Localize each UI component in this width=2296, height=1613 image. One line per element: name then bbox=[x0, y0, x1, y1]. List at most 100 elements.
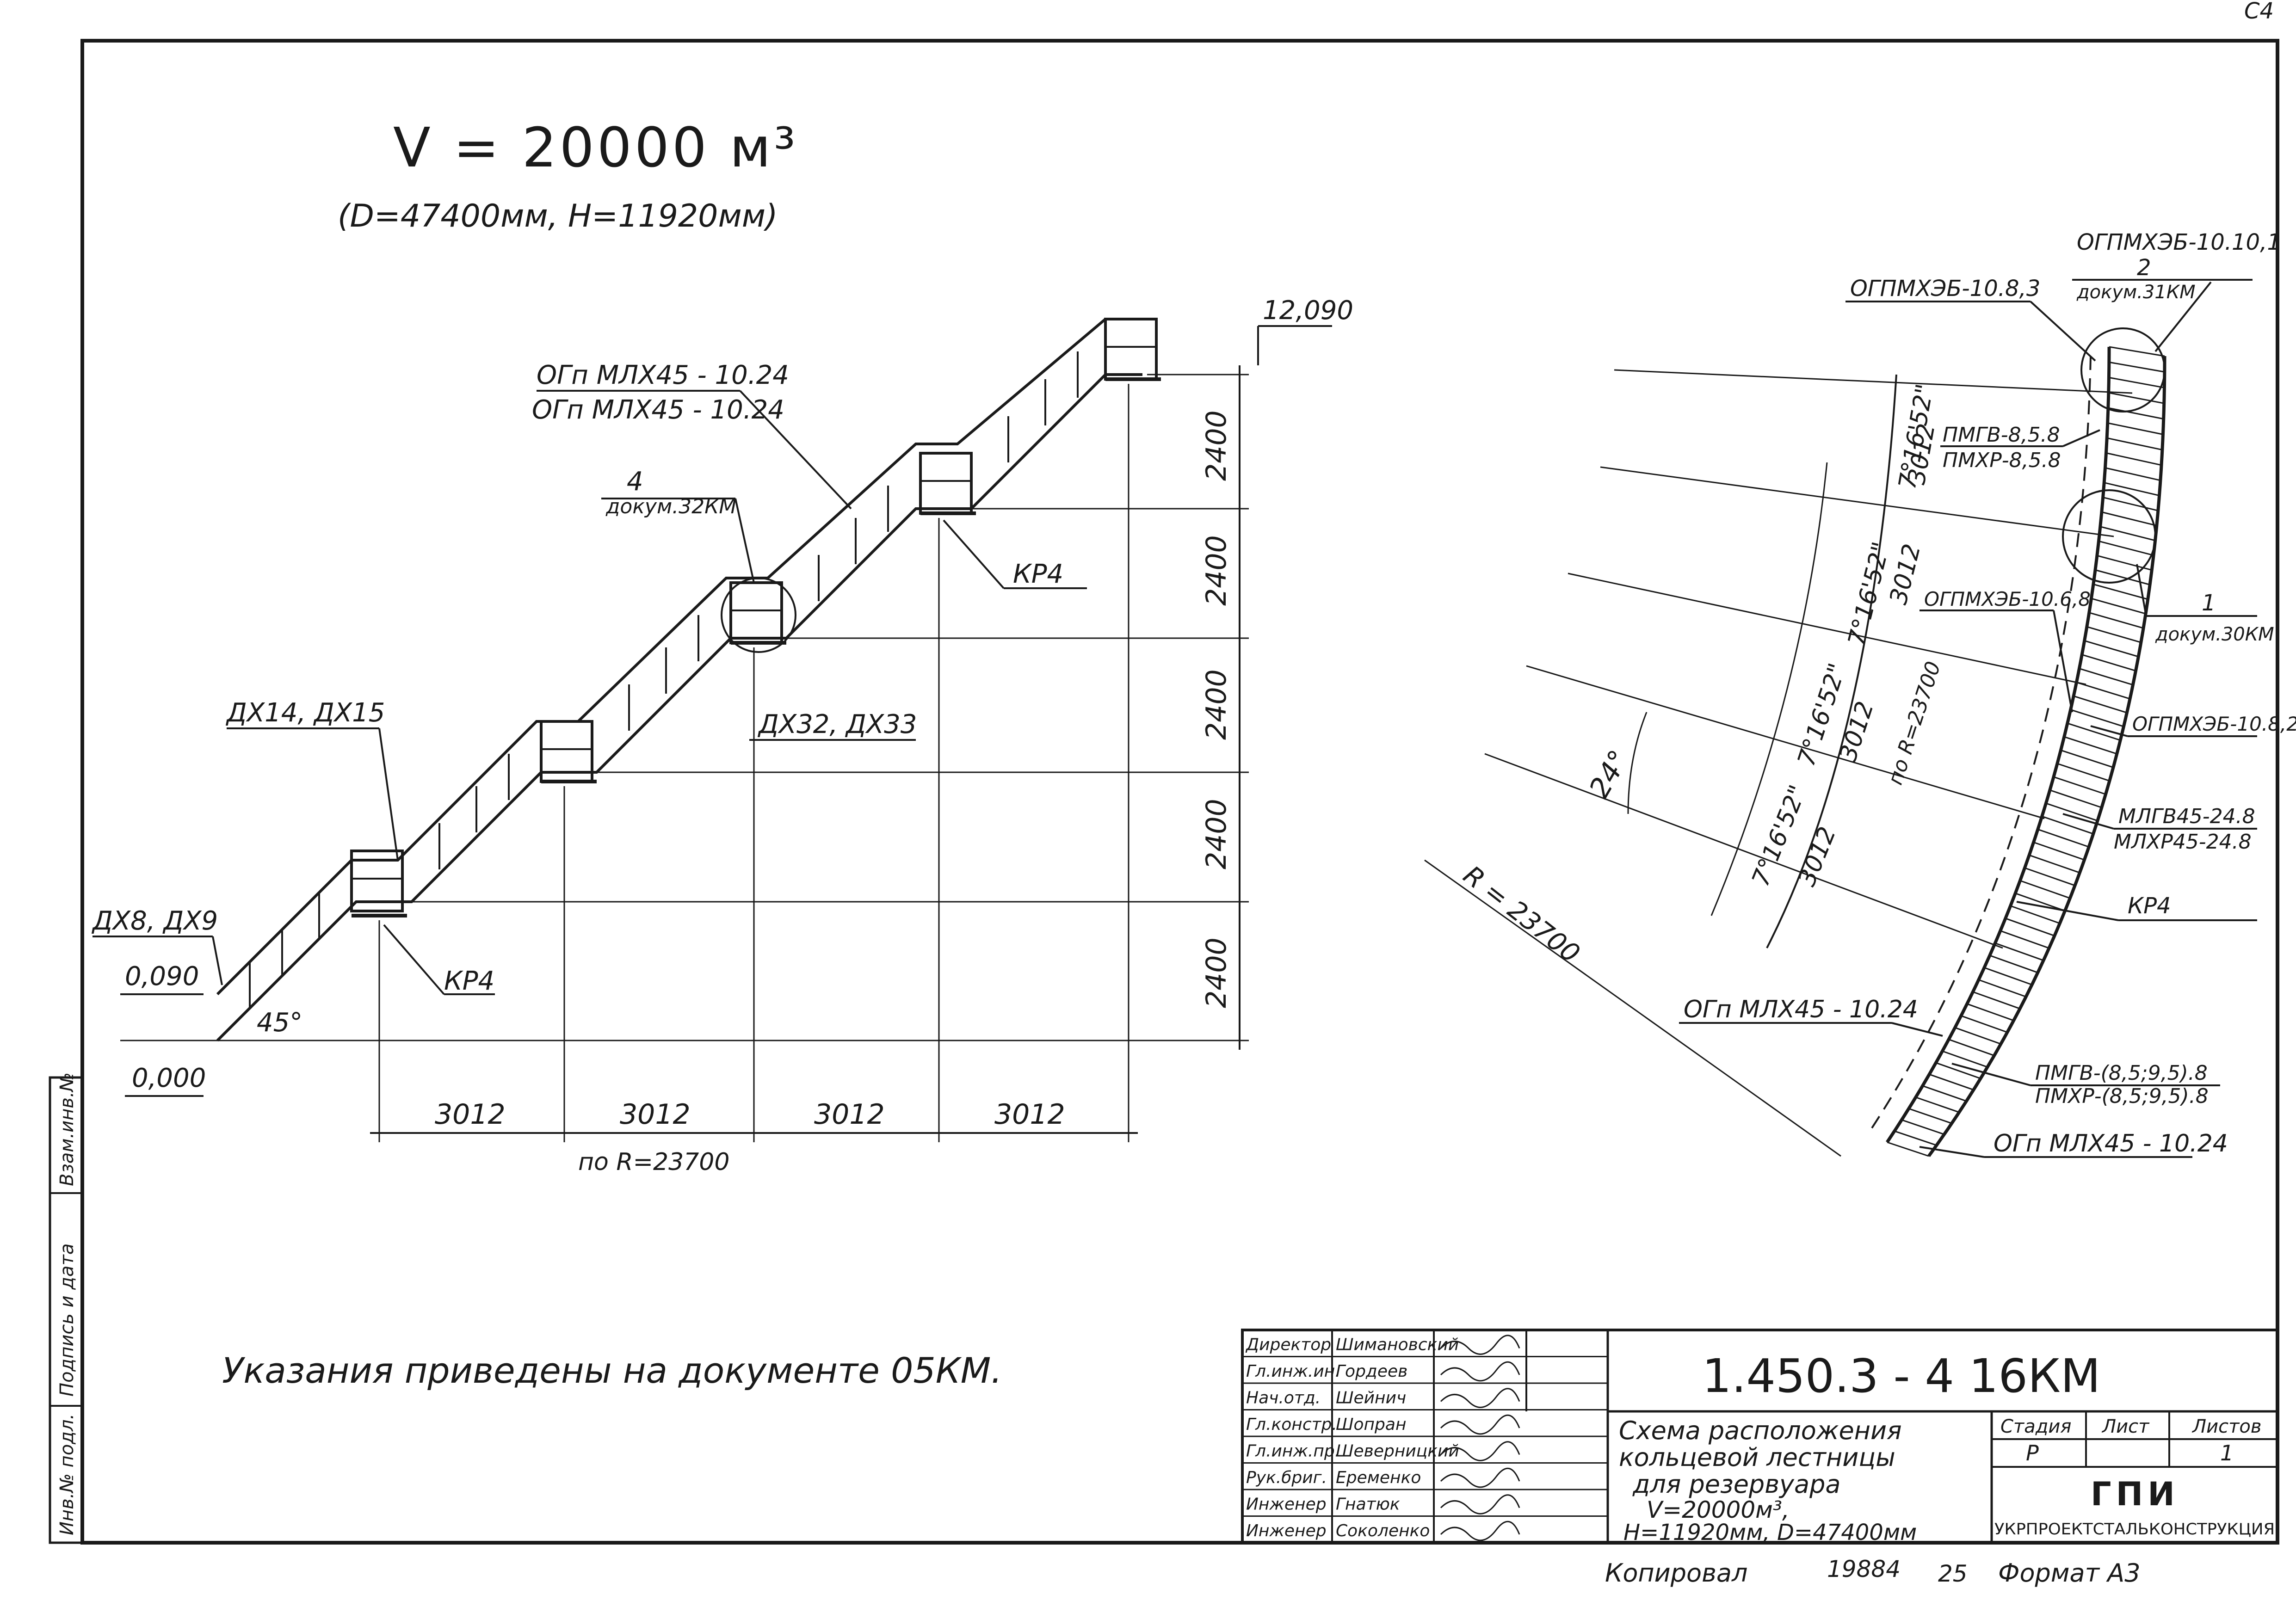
ogp-mlh-a-leader bbox=[1891, 1022, 1943, 1037]
stair-band-outer bbox=[1927, 356, 2166, 1157]
ogpmheb-10-8-2-leader bbox=[2090, 725, 2128, 737]
stair-rung bbox=[2108, 407, 2164, 420]
stair-rung bbox=[2109, 361, 2165, 373]
footer-number: 25 bbox=[1938, 1560, 1968, 1587]
signature-scribble bbox=[1440, 1494, 1520, 1514]
label-kr4-right: КР4 bbox=[1013, 559, 1063, 589]
ogp-mlh-b-leader bbox=[1919, 1146, 1985, 1158]
stair-rung bbox=[2033, 841, 2085, 861]
side-stamp-sign: Подпись и дата bbox=[56, 1244, 78, 1397]
radius-label: R = 23700 bbox=[1457, 860, 1585, 969]
node-2-number: 2 bbox=[2137, 255, 2151, 281]
mlgv-leader bbox=[2062, 813, 2114, 830]
signature-role: Нач.отд. bbox=[1246, 1389, 1321, 1408]
kr4-plan-leader bbox=[2016, 901, 2119, 921]
stair-rung bbox=[1908, 1108, 1952, 1124]
stair-rung bbox=[2073, 695, 2127, 714]
level-mid: 0,090 bbox=[125, 961, 199, 991]
side-stamp-replace: Взам.инв.№ bbox=[56, 1072, 78, 1186]
angle-24-arc bbox=[1627, 712, 1648, 814]
signature-scribble bbox=[1440, 1335, 1520, 1355]
stair-rung bbox=[2106, 452, 2162, 466]
signature-role: Инженер bbox=[1246, 1521, 1327, 1540]
signature-name: Гордеев bbox=[1336, 1362, 1407, 1381]
footer-copied: Копировал bbox=[1605, 1558, 1748, 1588]
arc-dim-4: 3012 bbox=[1793, 823, 1841, 890]
vdim-3: 2400 bbox=[1200, 669, 1233, 740]
side-stamp: Инв.№ подл. Подпись и дата Взам.инв.№ bbox=[49, 1072, 84, 1544]
landing-3 bbox=[729, 581, 783, 644]
stair-rung bbox=[2109, 346, 2165, 357]
stair-rung bbox=[2108, 392, 2165, 404]
leader-kr4-right-arrow bbox=[943, 519, 1005, 589]
label-ogpmheb-10-6-8: ОГПМХЭБ-10.6,8 bbox=[1924, 588, 2091, 610]
stair-rung bbox=[2091, 597, 2146, 615]
left-elevation bbox=[120, 318, 1249, 1142]
stair-rung bbox=[1978, 979, 2026, 997]
signature-role: Директор bbox=[1245, 1336, 1331, 1354]
leader-dx8-arrow bbox=[212, 936, 223, 985]
stair-rung bbox=[2076, 682, 2130, 700]
stair-rung bbox=[2042, 815, 2094, 835]
leader-dx14-arrow bbox=[378, 728, 399, 861]
title-line-5: H=11920мм, D=47400мм bbox=[1623, 1520, 1917, 1545]
stage-header: Стадия bbox=[2000, 1416, 2071, 1437]
landing-1 bbox=[350, 850, 404, 912]
title-block bbox=[1241, 1329, 2279, 1544]
label-beam-a: ОГп МЛХ45 - 10.24 bbox=[537, 360, 789, 390]
label-ogp-mlh-b: ОГп МЛХ45 - 10.24 bbox=[1994, 1130, 2228, 1157]
stair-rung bbox=[2104, 482, 2160, 497]
stair-rung bbox=[2093, 583, 2148, 600]
label-mlhr: МЛХР45-24.8 bbox=[2114, 830, 2252, 854]
doc-code: 1.450.3 - 4 16КМ bbox=[1702, 1349, 2100, 1403]
stair-rung bbox=[2079, 668, 2133, 686]
level-top: 12,090 bbox=[1263, 296, 1353, 326]
org-short: ГПИ bbox=[2091, 1475, 2179, 1513]
stair-rung bbox=[1915, 1096, 1960, 1113]
signature-role: Инженер bbox=[1246, 1495, 1327, 1514]
landing-4 bbox=[919, 452, 973, 515]
signature-scribble bbox=[1440, 1521, 1520, 1541]
label-kr4-left: КР4 bbox=[444, 966, 494, 996]
corner-mark: С4 bbox=[2244, 0, 2274, 24]
stair-rung bbox=[2105, 467, 2161, 481]
drawing-frame bbox=[80, 39, 2279, 1545]
stair-rung bbox=[2106, 437, 2163, 451]
right-plan bbox=[1424, 327, 2166, 1157]
stair-rung bbox=[1984, 967, 2032, 985]
stair-rung bbox=[2107, 422, 2163, 435]
node-1-circle bbox=[2062, 489, 2156, 584]
radial-lines bbox=[1424, 369, 2133, 1157]
label-ogpmheb-10-8-2: ОГПМХЭБ-10.8,2 bbox=[2132, 713, 2296, 735]
footer-order: 19884 bbox=[1827, 1556, 1901, 1582]
stair-rung bbox=[2101, 511, 2157, 527]
stair-rung bbox=[2061, 749, 2114, 768]
stair-band-inner bbox=[1886, 346, 2111, 1143]
vdim-4: 2400 bbox=[1200, 799, 1233, 869]
stair-rung bbox=[2019, 880, 2070, 899]
footer-format: Формат А3 bbox=[1998, 1558, 2141, 1588]
hdim-2: 3012 bbox=[620, 1098, 691, 1131]
label-ogpmheb-10-8-3: ОГПМХЭБ-10.8,3 bbox=[1850, 276, 2040, 302]
hdim-3: 3012 bbox=[814, 1098, 885, 1131]
stage-value: Р bbox=[2026, 1441, 2039, 1465]
stair-rung bbox=[1922, 1085, 1967, 1102]
stair-rung bbox=[1948, 1039, 1995, 1056]
signature-name: Соколенко bbox=[1336, 1521, 1430, 1540]
title-line-2: кольцевой лестницы bbox=[1619, 1443, 1895, 1472]
angle-45: 45° bbox=[257, 1008, 302, 1038]
stair-rung bbox=[1929, 1073, 1974, 1091]
side-stamp-inv: Инв.№ подл. bbox=[56, 1414, 78, 1535]
node-2-leader bbox=[2154, 281, 2212, 352]
signature-scribble bbox=[1440, 1467, 1520, 1488]
hdim-radius-note: по R=23700 bbox=[578, 1148, 729, 1176]
node-4-leader bbox=[734, 498, 755, 583]
stair-rung bbox=[1989, 954, 2038, 973]
node-1-leader bbox=[2136, 564, 2147, 616]
node-1-number: 1 bbox=[2202, 590, 2216, 616]
stair-rung bbox=[2067, 722, 2121, 741]
stair-rung bbox=[2037, 829, 2089, 848]
stair-rung bbox=[1955, 1027, 2001, 1045]
arc-radius-note: по R=23700 bbox=[1883, 659, 1945, 788]
arc-dim-3: 3012 bbox=[1834, 698, 1879, 765]
